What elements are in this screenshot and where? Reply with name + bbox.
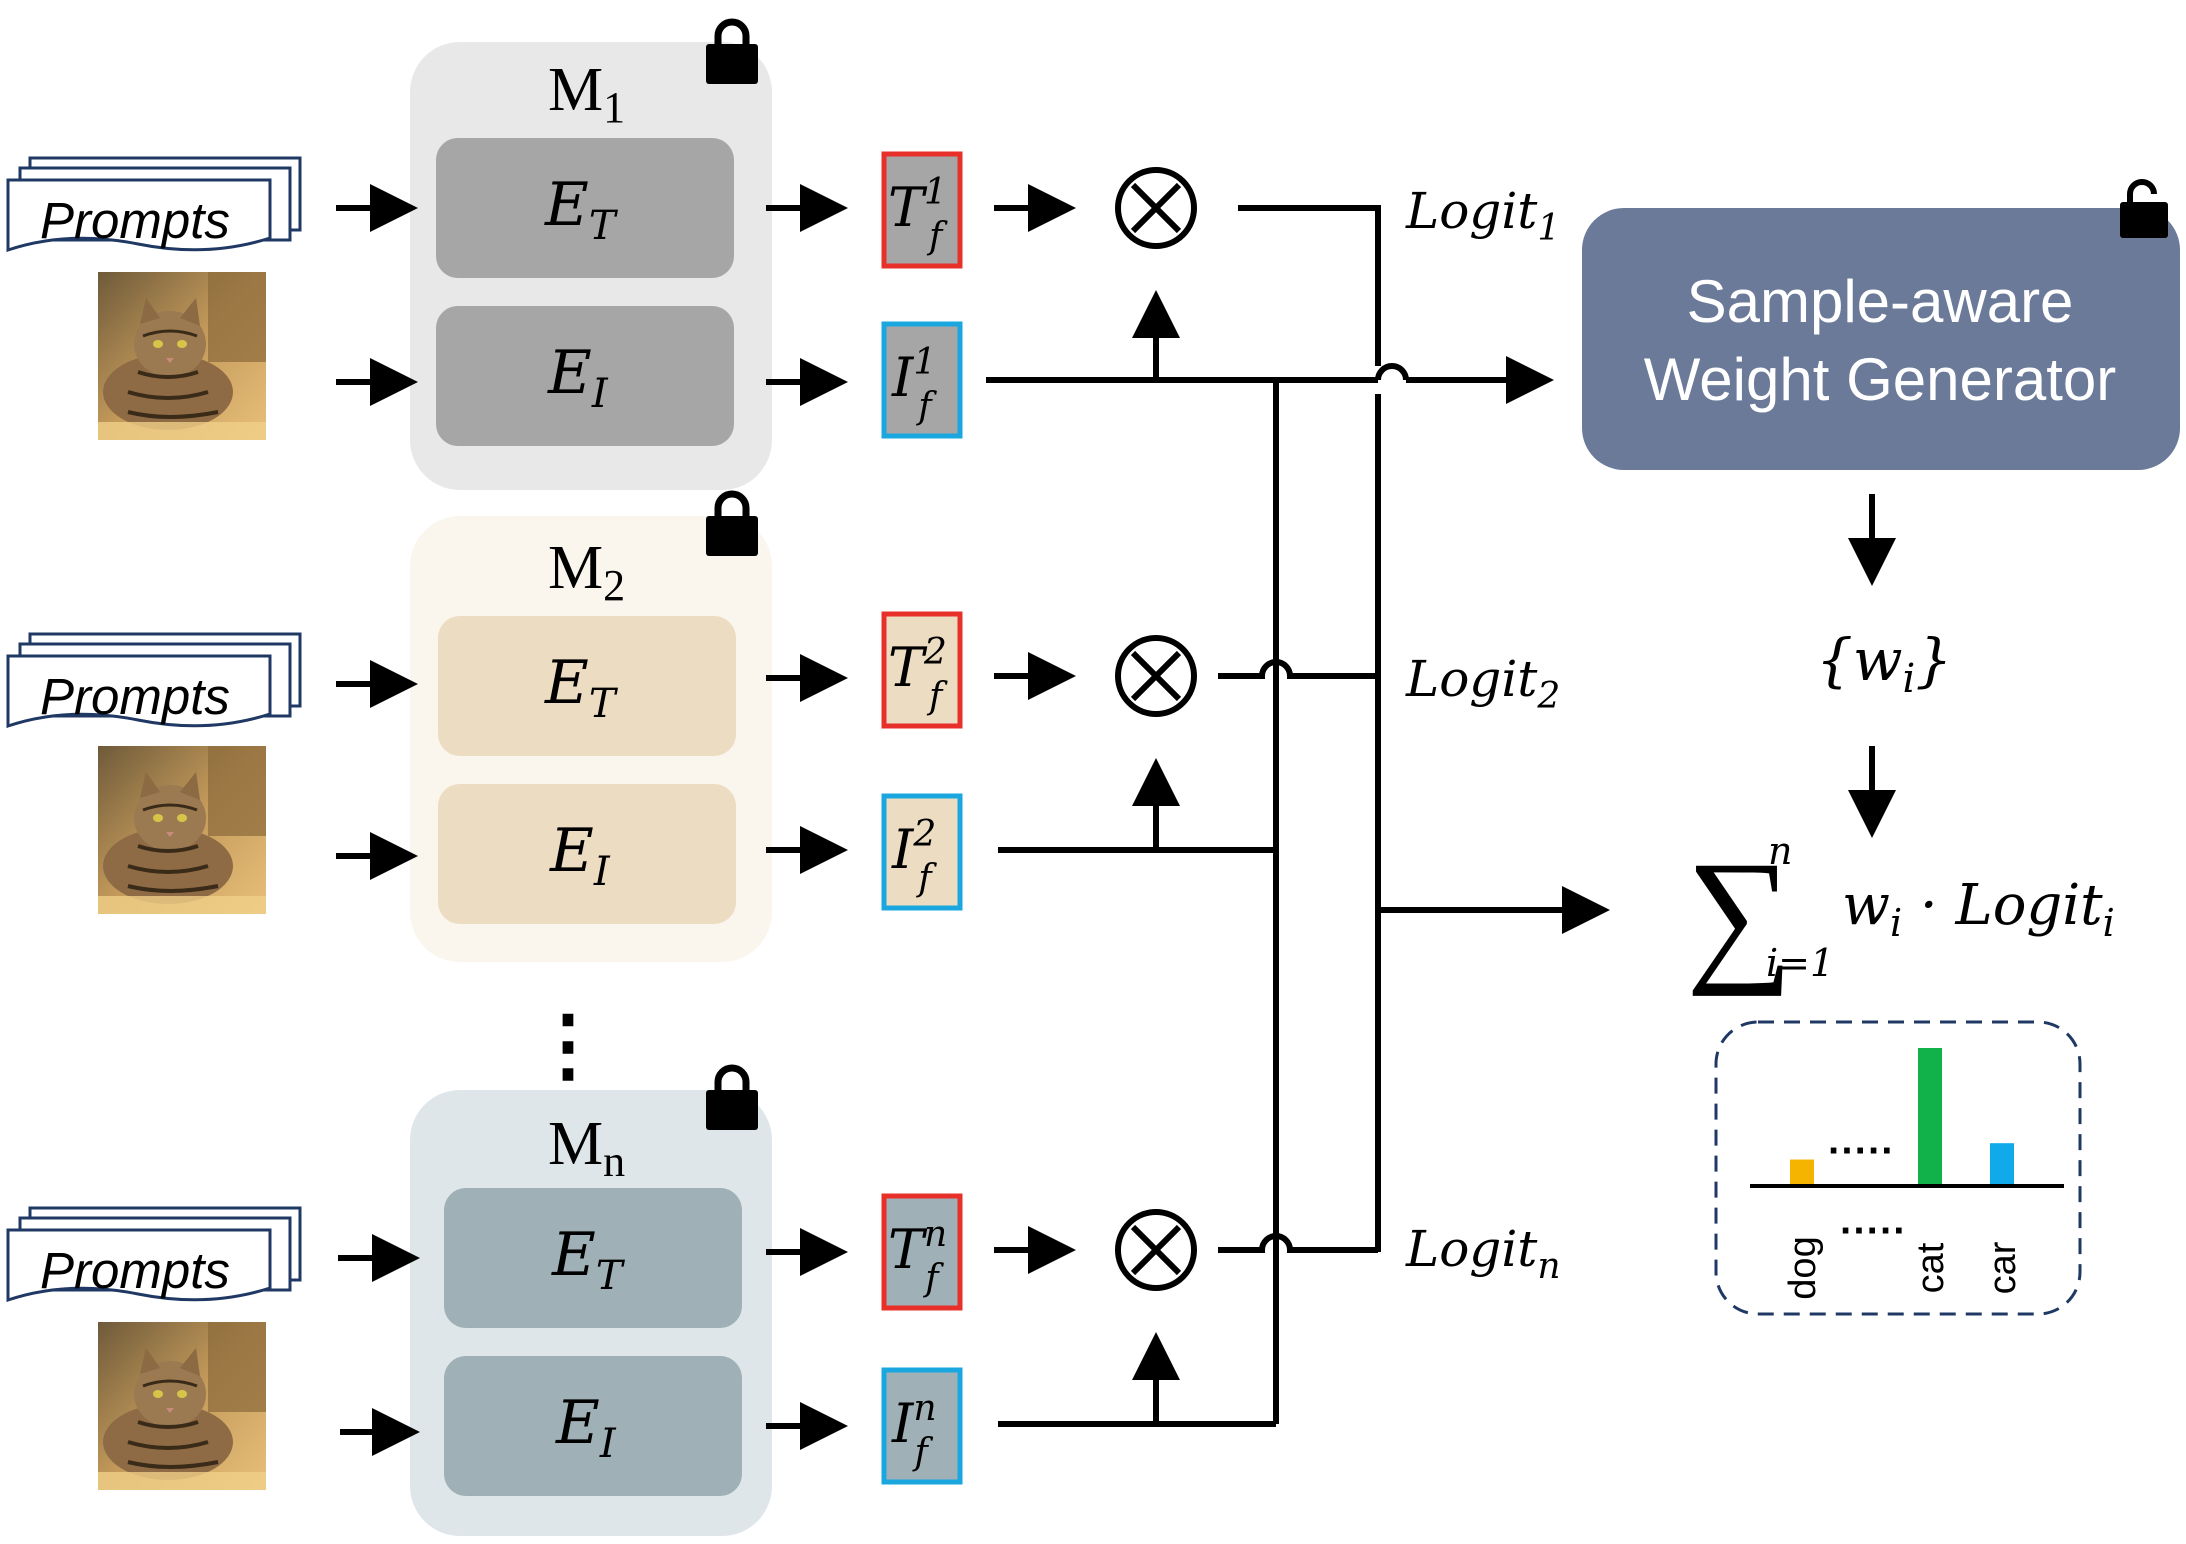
encoder-output-arrows bbox=[766, 184, 848, 1450]
image-encoder-m1-label: EI bbox=[547, 338, 609, 417]
text-encoder-m1 bbox=[436, 138, 734, 278]
weight-generator-line2: Weight Generator bbox=[1644, 346, 2116, 413]
sum-upper: n bbox=[1768, 829, 1792, 873]
cat-image bbox=[96, 744, 268, 916]
bar-car bbox=[1990, 1143, 2014, 1184]
multiply-node-1 bbox=[1115, 167, 1197, 249]
tick-label-dog: dog bbox=[1782, 1236, 1824, 1299]
text-encoder-mn-label: ET bbox=[551, 1220, 626, 1299]
lock-icon bbox=[706, 22, 758, 84]
weighted-sum: ∑ n i=1 wi · Logiti bbox=[1686, 829, 2115, 997]
module-m2: M2 ET EI bbox=[410, 494, 772, 962]
connector-lines bbox=[986, 205, 1610, 1427]
sum-symbol: ∑ bbox=[1686, 831, 1793, 997]
prompts-label: Prompts bbox=[40, 668, 230, 725]
logit-2-label: Logit2 bbox=[1405, 650, 1560, 717]
image-encoder-m2-label: EI bbox=[549, 816, 611, 895]
weight-generator: Sample-aware Weight Generator bbox=[1582, 182, 2180, 470]
prompts-label: Prompts bbox=[40, 1242, 230, 1299]
input-arrows bbox=[336, 184, 420, 1456]
feature-to-multiply-arrows bbox=[994, 184, 1076, 1274]
tick-label-dots: ····· bbox=[1840, 1209, 1907, 1253]
tick-label-cat: cat bbox=[1910, 1242, 1952, 1293]
module-m1: M1 ET EI bbox=[410, 22, 772, 490]
cat-image bbox=[96, 270, 268, 442]
weight-generator-line1: Sample-aware bbox=[1687, 268, 2074, 335]
image-encoder-m1 bbox=[436, 306, 734, 446]
module-mn-title: Mn bbox=[548, 1110, 625, 1186]
bar-dog bbox=[1790, 1159, 1814, 1184]
text-encoder-m1-label: ET bbox=[544, 170, 619, 249]
image-encoder-mn bbox=[444, 1356, 742, 1496]
text-encoder-m2 bbox=[438, 616, 736, 756]
weight-generator-box bbox=[1582, 208, 2180, 470]
multiply-node-2 bbox=[1115, 635, 1197, 717]
image-encoder-mn-label: EI bbox=[555, 1388, 617, 1467]
prompts-label: Prompts bbox=[40, 192, 230, 249]
logit-n-label: Logitn bbox=[1405, 1220, 1561, 1287]
module-m1-title: M1 bbox=[548, 56, 625, 132]
multiply-node-n bbox=[1115, 1209, 1197, 1291]
ellipsis: ⋮ bbox=[528, 1002, 608, 1090]
lock-icon bbox=[706, 1068, 758, 1130]
tick-label-car: car bbox=[1982, 1241, 2024, 1294]
sum-expression: wi · Logiti bbox=[1842, 873, 2115, 945]
image-encoder-m2 bbox=[438, 784, 736, 924]
chart-frame bbox=[1714, 1020, 2082, 1316]
input-row-1: Prompts bbox=[6, 156, 302, 442]
lock-icon bbox=[706, 494, 758, 556]
module-m2-title: M2 bbox=[548, 534, 625, 610]
weights-label: {wi} bbox=[1816, 626, 1952, 702]
module-mn: Mn ET EI bbox=[410, 1068, 772, 1536]
logit-1-label: Logit1 bbox=[1405, 182, 1560, 249]
unlock-icon bbox=[2120, 182, 2168, 238]
text-encoder-mn bbox=[444, 1188, 742, 1328]
cat-image bbox=[96, 1320, 268, 1492]
sum-lower: i=1 bbox=[1766, 941, 1834, 985]
text-encoder-m2-label: ET bbox=[544, 648, 619, 727]
bar-cat bbox=[1918, 1048, 1942, 1184]
input-row-2: Prompts bbox=[6, 632, 302, 916]
input-row-n: Prompts bbox=[6, 1206, 302, 1492]
chart-dots-top: ····· bbox=[1828, 1129, 1895, 1173]
